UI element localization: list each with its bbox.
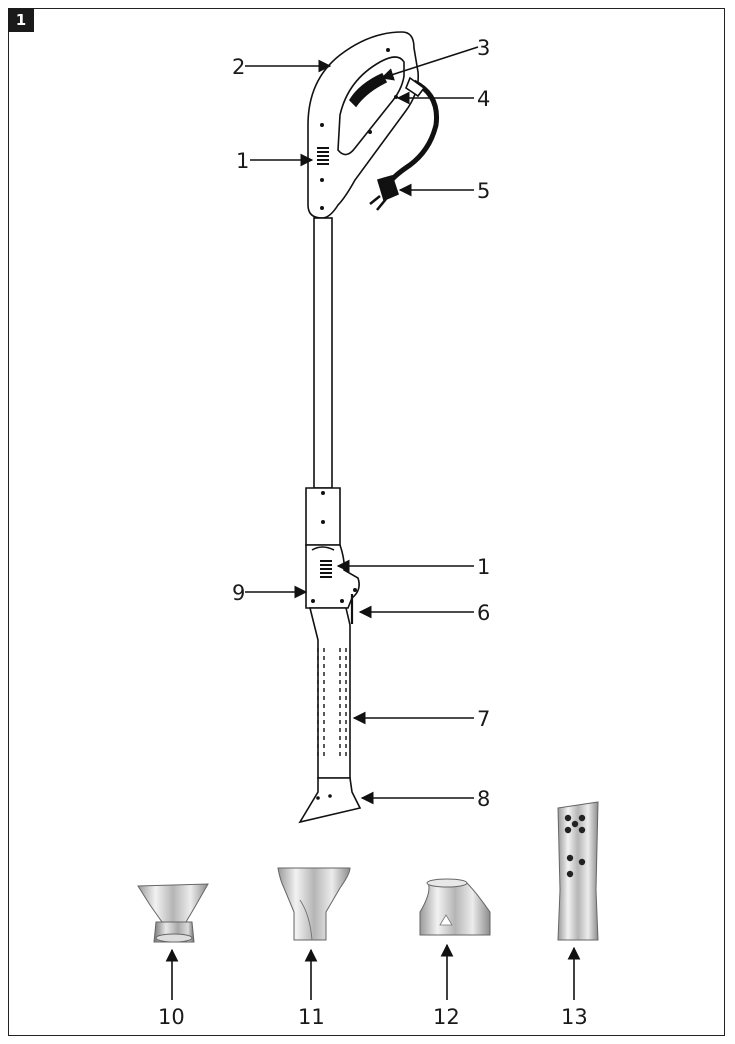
heat-gun-body <box>298 487 362 824</box>
switch-slider <box>348 72 388 108</box>
callout-8: 8 <box>477 787 490 811</box>
barrel-vents <box>317 648 347 760</box>
callout-7: 7 <box>477 707 490 731</box>
nozzle-10-wide <box>137 883 209 943</box>
screws-mid <box>311 491 357 603</box>
callout-10: 10 <box>158 1005 185 1029</box>
callout-5: 5 <box>477 179 490 203</box>
figure-frame <box>8 8 725 1036</box>
callout-3: 3 <box>477 36 490 60</box>
callout-13: 13 <box>561 1005 588 1029</box>
leader-arrows <box>165 46 581 1000</box>
nozzle-11-flat <box>277 867 351 941</box>
wide-nozzle-attached <box>298 777 362 824</box>
callout-11: 11 <box>298 1005 325 1029</box>
barrel <box>308 607 351 779</box>
body-upper <box>305 487 341 546</box>
power-cord <box>387 79 440 184</box>
callout-4: 4 <box>477 87 490 111</box>
vent-slots-mid <box>320 560 332 578</box>
callout-1-mid: 1 <box>477 555 490 579</box>
callout-9: 9 <box>232 581 245 605</box>
callout-2: 2 <box>232 55 245 79</box>
extension-tube <box>313 217 333 489</box>
callout-1-top: 1 <box>236 149 249 173</box>
power-plug <box>369 175 399 211</box>
screws-top <box>320 48 398 210</box>
callout-12: 12 <box>433 1005 460 1029</box>
nozzle-13-perforated <box>557 801 599 941</box>
figure-number-badge: 1 <box>8 8 34 32</box>
handle-opening <box>337 56 405 156</box>
vent-slots-top <box>317 147 329 165</box>
callout-6: 6 <box>477 601 490 625</box>
nozzle-12-reflector <box>419 878 491 936</box>
cord-strain-relief <box>405 76 426 98</box>
